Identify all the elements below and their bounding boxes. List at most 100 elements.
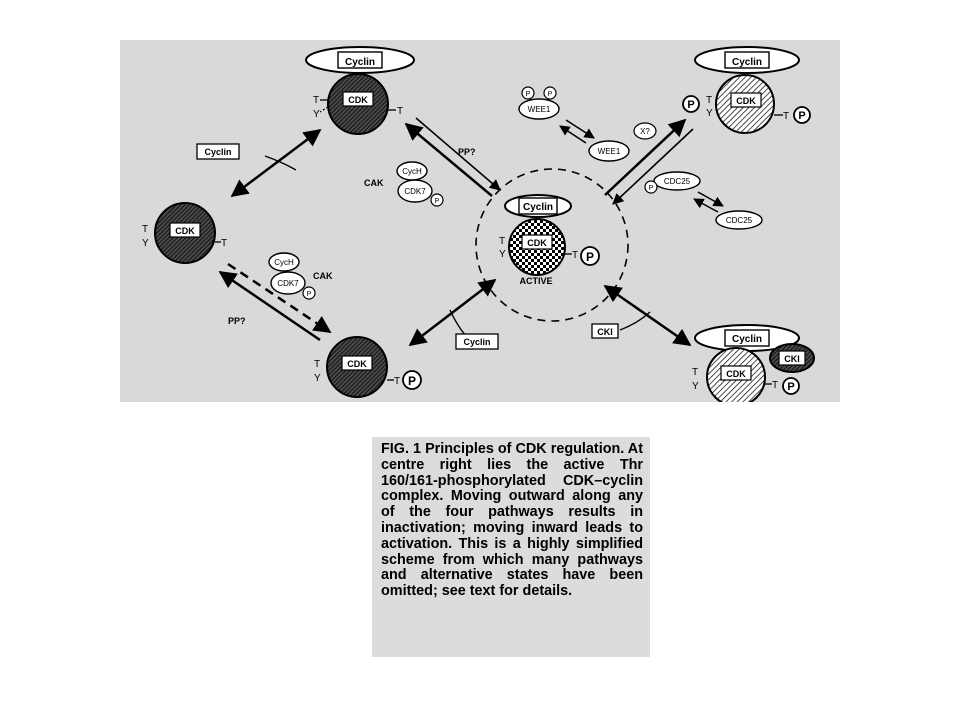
cak-label: CAK — [313, 271, 333, 281]
cyclin-label: Cyclin — [732, 334, 762, 345]
cyclin-box — [724, 329, 770, 347]
phosphate-icon — [430, 193, 444, 207]
cdk-box — [169, 222, 201, 238]
cdk-monomer-left: CDK T Y T — [142, 202, 227, 264]
complex-cki-bottom-right: Cyclin CKI CDK T Y T P — [692, 324, 815, 402]
cdk-label: CDK — [736, 96, 756, 106]
activation-arrow — [404, 122, 493, 197]
thr-residue-label: T — [221, 238, 227, 249]
cyclin-box — [337, 51, 383, 69]
phosphate-label: P — [435, 198, 440, 205]
cdk-label: CDK — [175, 226, 195, 236]
cdk-box — [730, 92, 762, 108]
free-cyclin-label-bottom: Cyclin — [455, 333, 499, 350]
phosphate-icon — [644, 180, 658, 194]
wee1-oval — [518, 98, 560, 120]
phosphate-icon — [302, 286, 316, 300]
tyr-residue-label: Y — [142, 238, 149, 249]
phosphate-icon — [682, 95, 700, 113]
cdk-box — [342, 91, 374, 107]
cdk-label: CDK — [348, 95, 368, 105]
cych-label: CycH — [274, 258, 294, 267]
thr-residue-label: T — [499, 236, 505, 247]
cdc25-oval — [715, 210, 763, 230]
thr-residue-label: T — [706, 95, 712, 106]
thr-residue-label: T — [142, 224, 148, 235]
phosphate-icon — [793, 106, 811, 124]
wee1-label: WEE1 — [528, 105, 551, 114]
pathway-arrows — [218, 117, 694, 347]
cyclin-binding-arrow — [408, 278, 497, 347]
cyclin-label: Cyclin — [463, 337, 490, 347]
thr-residue-label: T — [394, 376, 400, 387]
active-label: ACTIVE — [519, 276, 552, 286]
phosphate-label: P — [307, 291, 312, 298]
complex-top-right: Cyclin CDK T Y P T P — [682, 46, 811, 134]
phosphate-icon — [782, 377, 800, 395]
phosphate-label: P — [526, 91, 531, 98]
phosphate-label: P — [687, 99, 694, 111]
figure-caption-panel: FIG. 1 Principles of CDK regulation. At … — [372, 437, 650, 657]
pp-label: PP? — [458, 147, 476, 157]
thr-residue-label: T — [692, 367, 698, 378]
active-complex: Cyclin CDK T Y T P ACTIVE — [475, 168, 629, 322]
x-factor-oval — [633, 122, 657, 140]
cdc25-label: CDC25 — [664, 177, 691, 186]
active-zone-dashed-circle — [475, 168, 629, 322]
figure-caption: FIG. 1 Principles of CDK regulation. At … — [381, 441, 643, 600]
cdc25-dephosphorylation-arrow — [612, 128, 694, 205]
complex-top-left: Cyclin CDK T Y T — [305, 46, 415, 135]
phosphate-label: P — [586, 250, 594, 264]
thr-residue-label: T — [783, 111, 789, 122]
thr-residue-label: T — [772, 380, 778, 391]
cdc25-label: CDC25 — [726, 216, 753, 225]
phosphate-label: P — [649, 185, 654, 192]
phosphate-label: P — [798, 110, 805, 122]
phosphate-icon — [580, 246, 600, 266]
tyr-residue-label: Y — [314, 373, 321, 384]
cak-complex-left: CycH CDK7 P CAK — [268, 252, 333, 300]
pp-arrow — [218, 270, 321, 342]
cki-binding-arrow — [603, 284, 692, 347]
wee1-phosphorylation-arrow — [604, 118, 687, 196]
cyclin-label: Cyclin — [732, 57, 762, 68]
cdc25-group: CDC25 P CDC25 — [644, 171, 763, 230]
cyclin-label: Cyclin — [345, 57, 375, 68]
cki-label: CKI — [784, 354, 800, 364]
cdk7-oval — [397, 179, 433, 203]
cdk-monomer-bottom: CDK T Y T P — [314, 336, 422, 398]
cyclin-label: Cyclin — [523, 202, 553, 213]
wee1-label: WEE1 — [598, 147, 621, 156]
tyr-residue-label: Y — [692, 381, 699, 392]
cych-oval — [268, 252, 300, 272]
cyclin-box — [518, 197, 558, 215]
cdk-box — [341, 355, 373, 371]
cych-label: CycH — [402, 167, 422, 176]
cdk7-label: CDK7 — [404, 187, 426, 196]
phosphate-icon — [402, 370, 422, 390]
cdk-label: CDK — [347, 359, 367, 369]
thr-residue-label: T — [397, 106, 403, 117]
cyclin-box — [724, 51, 770, 69]
cdk-regulation-diagram: Cyclin CDK T Y T Cyclin CDK T Y P T P CD… — [120, 40, 840, 402]
tyr-residue-label: Y — [313, 109, 320, 120]
cdk-label: CDK — [527, 238, 547, 248]
cdk7-oval — [270, 271, 306, 295]
cki-label: CKI — [597, 327, 613, 337]
tyr-residue-label: Y — [706, 108, 713, 119]
phosphate-label: P — [548, 91, 553, 98]
cak-label: CAK — [364, 178, 384, 188]
pp-label: PP? — [228, 316, 246, 326]
cdk-label: CDK — [726, 369, 746, 379]
cdk7-label: CDK7 — [277, 279, 299, 288]
wee1-oval — [588, 140, 630, 162]
thr-residue-label: T — [313, 95, 319, 106]
cdc25-oval — [653, 171, 701, 191]
free-cki-label: CKI — [591, 323, 619, 339]
cyclin-binding-arrow — [230, 128, 322, 198]
cyclin-label: Cyclin — [204, 147, 231, 157]
tyr-residue-label: Y — [499, 249, 506, 260]
x-factor-label: X? — [640, 127, 650, 136]
pp-dephosphorylation-arrow — [415, 117, 501, 191]
phosphate-icon — [521, 86, 535, 100]
